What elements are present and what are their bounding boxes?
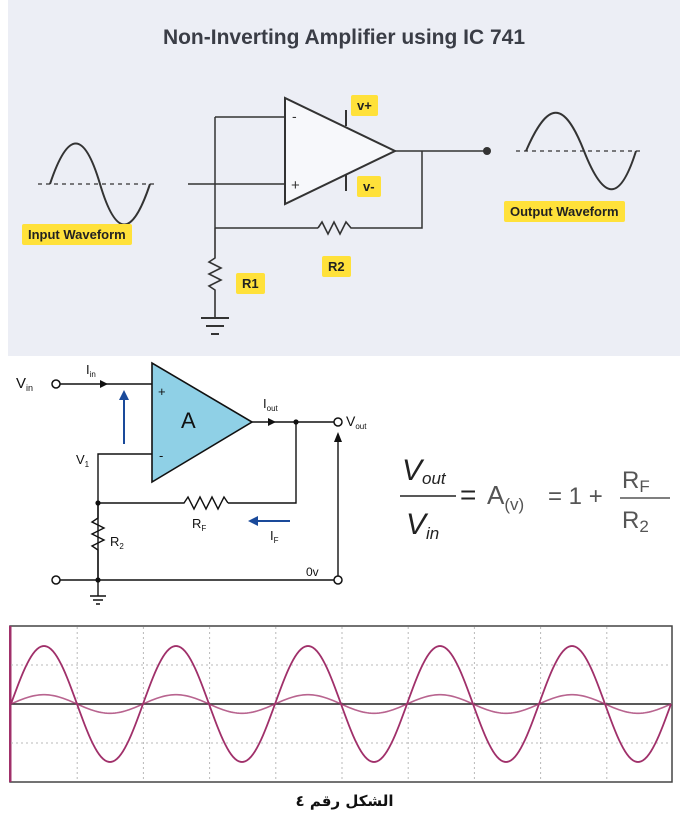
iout-arrow	[268, 418, 276, 426]
vin-label: Vin	[16, 375, 33, 393]
vplus-label: v+	[351, 95, 378, 116]
if-arrow-head	[248, 516, 258, 526]
rf-resistor	[98, 495, 229, 511]
opamp-plus: +	[291, 177, 300, 194]
input-sine	[49, 142, 151, 226]
output-signal-trace	[10, 645, 672, 763]
formula-equals: =	[460, 479, 476, 510]
opamp-a-minus: -	[159, 448, 163, 463]
vminus-label: v-	[357, 176, 381, 197]
r1-resistor	[207, 228, 223, 318]
r2-resistor	[317, 220, 354, 236]
ground-left-terminal	[51, 575, 61, 585]
iin-label: Iin	[86, 362, 96, 379]
waveform-panel	[9, 625, 673, 783]
opamp-triangle	[284, 96, 398, 206]
zero-volt-label: 0v	[306, 565, 319, 579]
vout-terminal	[333, 417, 343, 427]
output-waveform-label: Output Waveform	[504, 201, 625, 222]
formula-rf: RF	[622, 467, 650, 496]
feedback-wire	[228, 422, 297, 504]
r2-vertical-resistor	[90, 503, 106, 580]
formula-numerator: Vout	[402, 454, 447, 488]
inverting-wire	[97, 453, 152, 580]
r2-label: R2	[322, 256, 351, 277]
top-circuit-svg: - +	[38, 96, 640, 335]
v1-label: V1	[76, 452, 90, 469]
opamp-a-label: A	[181, 408, 196, 433]
rf-label: RF	[192, 516, 206, 533]
output-sine	[525, 111, 637, 191]
input-waveform-label: Input Waveform	[22, 224, 132, 245]
gain-formula: Vout Vin = A(v) = 1 + RF R2	[400, 454, 670, 543]
schematic-svg: Vin Iin A + - V1 Iout Vout RF IF R2 0v	[16, 361, 367, 605]
opamp-minus: -	[292, 108, 297, 124]
vin-terminal	[51, 379, 61, 389]
formula-denominator: Vin	[406, 508, 439, 543]
iin-arrow	[100, 380, 108, 388]
r1-label: R1	[236, 273, 265, 294]
diagram-title: Non-Inverting Amplifier using IC 741	[162, 26, 526, 49]
iout-label: Iout	[263, 396, 279, 413]
ground-right-terminal	[333, 575, 343, 585]
v1-blue-arrow-head	[119, 390, 129, 400]
formula-r2: R2	[622, 507, 649, 536]
figure-caption: الشكل رقم ٤	[295, 792, 394, 810]
opamp-a-plus: +	[158, 384, 166, 399]
opamp-a-triangle	[151, 361, 254, 484]
if-label: IF	[270, 528, 279, 545]
top-diagram-panel: Non-Inverting Amplifier using IC 741 - +…	[8, 0, 680, 356]
formula-one-plus: = 1 +	[548, 483, 603, 510]
vout-measure-arrow	[334, 432, 342, 442]
formula-gain: A(v)	[487, 480, 524, 514]
r2-label: R2	[110, 534, 124, 551]
vout-label: Vout	[346, 413, 367, 431]
feedback-wire-right	[354, 151, 423, 229]
output-terminal	[483, 147, 491, 155]
